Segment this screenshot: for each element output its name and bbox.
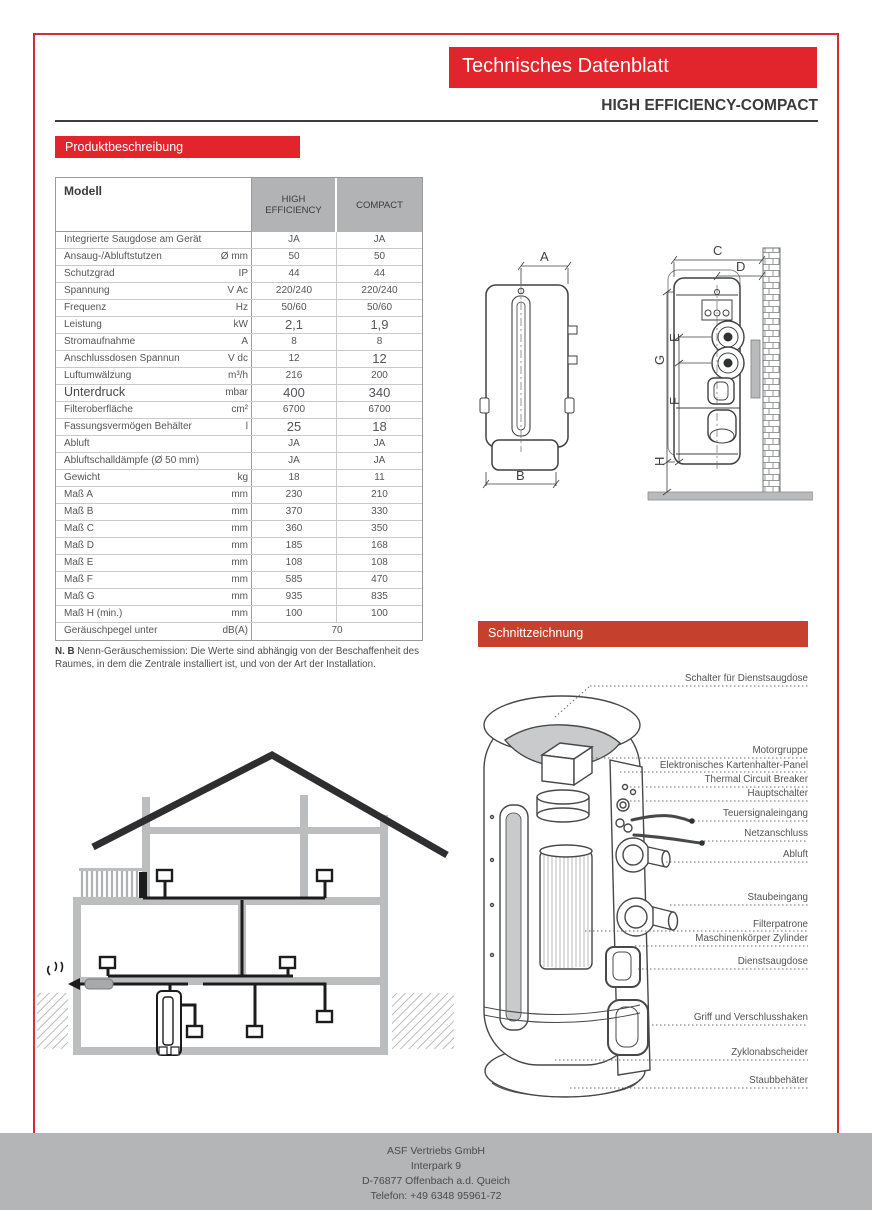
central-vacuum-unit	[156, 990, 182, 1056]
footer-company-block: ASF Vertriebs GmbH Interpark 9 D-76877 O…	[0, 1133, 872, 1210]
vacuum-unit-cutaway	[483, 695, 705, 1098]
column-high-efficiency: HIGH EFFICIENCY	[252, 178, 337, 232]
dim-letter-B: B	[516, 468, 525, 483]
house-installation-diagram	[37, 751, 454, 1056]
dim-letter-E: E	[667, 333, 682, 342]
front-view-unit	[479, 284, 578, 471]
footer-city: D-76877 Offenbach a.d. Queich	[361, 1175, 511, 1187]
section-cutaway-drawing: Schnittzeichnung	[478, 621, 808, 647]
header-divider	[55, 120, 818, 122]
dimension-drawings: A B	[479, 243, 813, 501]
page-title: Technisches Datenblatt	[462, 55, 669, 77]
figure-label: Hauptschalter	[747, 788, 808, 799]
dim-letter-C: C	[713, 243, 722, 258]
figure-label: Staubeingang	[747, 892, 808, 903]
model-header-cell: Modell	[56, 178, 252, 232]
figure-label: Netzanschluss	[744, 828, 808, 839]
title-banner: Technisches Datenblatt	[449, 47, 817, 88]
figure-label: Schalter für Dienstsaugdose	[684, 673, 808, 684]
dim-letter-A: A	[540, 249, 549, 264]
cutaway-figure	[483, 685, 808, 1098]
house-structure	[37, 751, 454, 1055]
section-cutaway-label: Schnittzeichnung	[488, 626, 584, 640]
dim-letter-F: F	[667, 397, 682, 405]
spec-table-header: Modell HIGH EFFICIENCY COMPACT	[56, 178, 422, 232]
table-footnote: N. B Nenn-Geräuschemission: Die Werte si…	[55, 645, 435, 671]
figure-label: Staubbehäter	[749, 1075, 808, 1086]
footnote-text: Nenn-Geräuschemission: Die Werte sind ab…	[55, 646, 419, 670]
dim-letter-H: H	[652, 457, 667, 466]
spec-table: Modell HIGH EFFICIENCY COMPACT Integrier…	[55, 177, 423, 641]
footer-street: Interpark 9	[410, 1160, 462, 1172]
front-view-dimensions	[482, 261, 572, 489]
noise-level-span-value: 70	[331, 625, 343, 636]
footer-phone: Telefon: +49 6348 95961-72	[370, 1190, 502, 1202]
figure-label: Maschinenkörper Zylinder	[695, 933, 808, 944]
figure-label: Motorgruppe	[752, 745, 808, 756]
vacuum-piping	[46, 868, 334, 1056]
leader-lines	[554, 685, 808, 1089]
figure-label: Dienstsaugdose	[737, 956, 808, 967]
side-view-dimensions	[662, 255, 766, 496]
column-compact: COMPACT	[337, 178, 422, 232]
figure-label: Griff und Verschlusshaken	[693, 1012, 808, 1023]
figure-label: Zyklonabscheider	[731, 1047, 808, 1058]
section-product-description: Produktbeschreibung	[55, 136, 300, 158]
dim-letter-D: D	[736, 259, 745, 274]
figure-label: Thermal Circuit Breaker	[704, 774, 808, 785]
footer-company-name: ASF Vertriebs GmbH	[386, 1145, 486, 1157]
footnote-label: N. B	[55, 646, 75, 657]
section-product-label: Produktbeschreibung	[65, 140, 184, 154]
figure-label: Abluft	[782, 849, 808, 860]
page-border-frame	[33, 33, 839, 1133]
side-view-unit	[647, 247, 813, 501]
figure-label: Filterpatrone	[753, 919, 808, 930]
figure-label: Elektronisches Kartenhalter-Panel	[659, 760, 808, 771]
figure-label: Teuersignaleingang	[723, 808, 808, 819]
model-subtitle: HIGH EFFICIENCY-COMPACT	[601, 97, 818, 114]
dim-letter-G: G	[652, 355, 667, 365]
